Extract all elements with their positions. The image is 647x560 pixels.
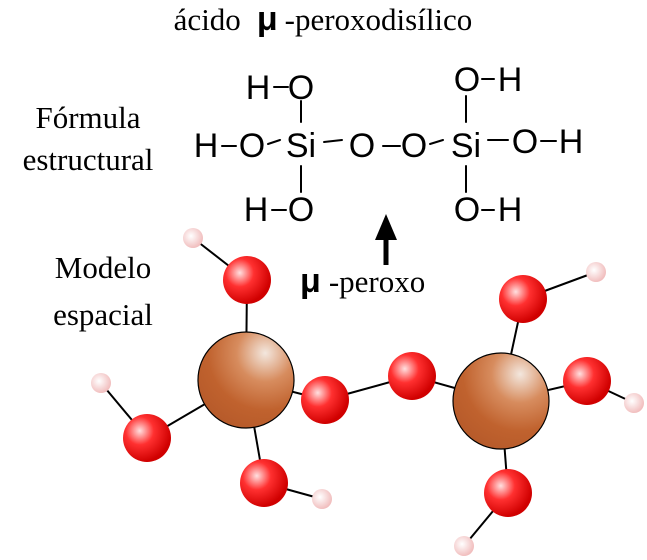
title-prefix: ácido xyxy=(174,2,241,37)
atom-h2: H xyxy=(194,127,219,165)
formula-label-line1: Fórmula xyxy=(35,100,140,135)
model-label-line1: Modelo xyxy=(55,250,151,285)
peroxo-text: -peroxo xyxy=(329,264,425,299)
structural-formula: H O H O Si O O Si H O O H O H O H xyxy=(194,61,584,229)
hydrogen-atom xyxy=(586,262,606,282)
bond-o2-si1 xyxy=(267,139,281,145)
atom-o1: O xyxy=(288,69,314,107)
peroxo-label: μ -peroxo xyxy=(300,262,425,300)
oxygen-atom-peroxo xyxy=(388,352,436,400)
hydrogen-atom xyxy=(624,393,644,413)
atom-h6: H xyxy=(498,191,523,229)
atom-o5: O xyxy=(512,123,538,161)
hydrogen-atom xyxy=(183,228,203,248)
silicon-atom-left xyxy=(197,331,295,429)
page-title: ácido μ -peroxodisílico xyxy=(174,0,473,38)
bond-si1-oa xyxy=(323,139,343,143)
oxygen-atom xyxy=(223,256,271,304)
peroxo-annotation: μ -peroxo xyxy=(300,214,425,300)
hydrogen-atom xyxy=(91,373,111,393)
bond-ob-si2 xyxy=(429,139,444,145)
atom-h5: H xyxy=(559,123,584,161)
peroxo-arrow-head xyxy=(375,214,397,240)
atom-o6: O xyxy=(454,191,480,229)
oxygen-atom xyxy=(484,469,532,517)
oxygen-atom-peroxo xyxy=(301,376,349,424)
formula-label-line2: estructural xyxy=(23,142,154,177)
atom-o-peroxo-a: O xyxy=(349,127,375,165)
title-suffix: -peroxodisílico xyxy=(285,2,473,37)
oxygen-atom xyxy=(563,357,611,405)
hydrogen-atom xyxy=(454,536,474,556)
oxygen-atom xyxy=(240,459,288,507)
silicon-atom-right xyxy=(452,352,550,450)
title-mu-symbol: μ xyxy=(257,0,278,38)
atom-o4: O xyxy=(454,61,480,99)
peroxo-mu-symbol: μ xyxy=(300,262,321,300)
atom-h3: H xyxy=(244,191,269,229)
atom-h4: H xyxy=(498,61,523,99)
atom-si1: Si xyxy=(286,127,316,165)
atom-o-peroxo-b: O xyxy=(401,127,427,165)
atom-o3: O xyxy=(288,191,314,229)
model-label-line2: espacial xyxy=(53,297,153,332)
oxygen-atom xyxy=(499,275,547,323)
atom-h1: H xyxy=(246,69,271,107)
atom-si2: Si xyxy=(451,127,481,165)
spatial-model xyxy=(91,228,644,556)
oxygen-atom xyxy=(123,414,171,462)
atom-o2: O xyxy=(239,127,265,165)
hydrogen-atom xyxy=(312,489,332,509)
